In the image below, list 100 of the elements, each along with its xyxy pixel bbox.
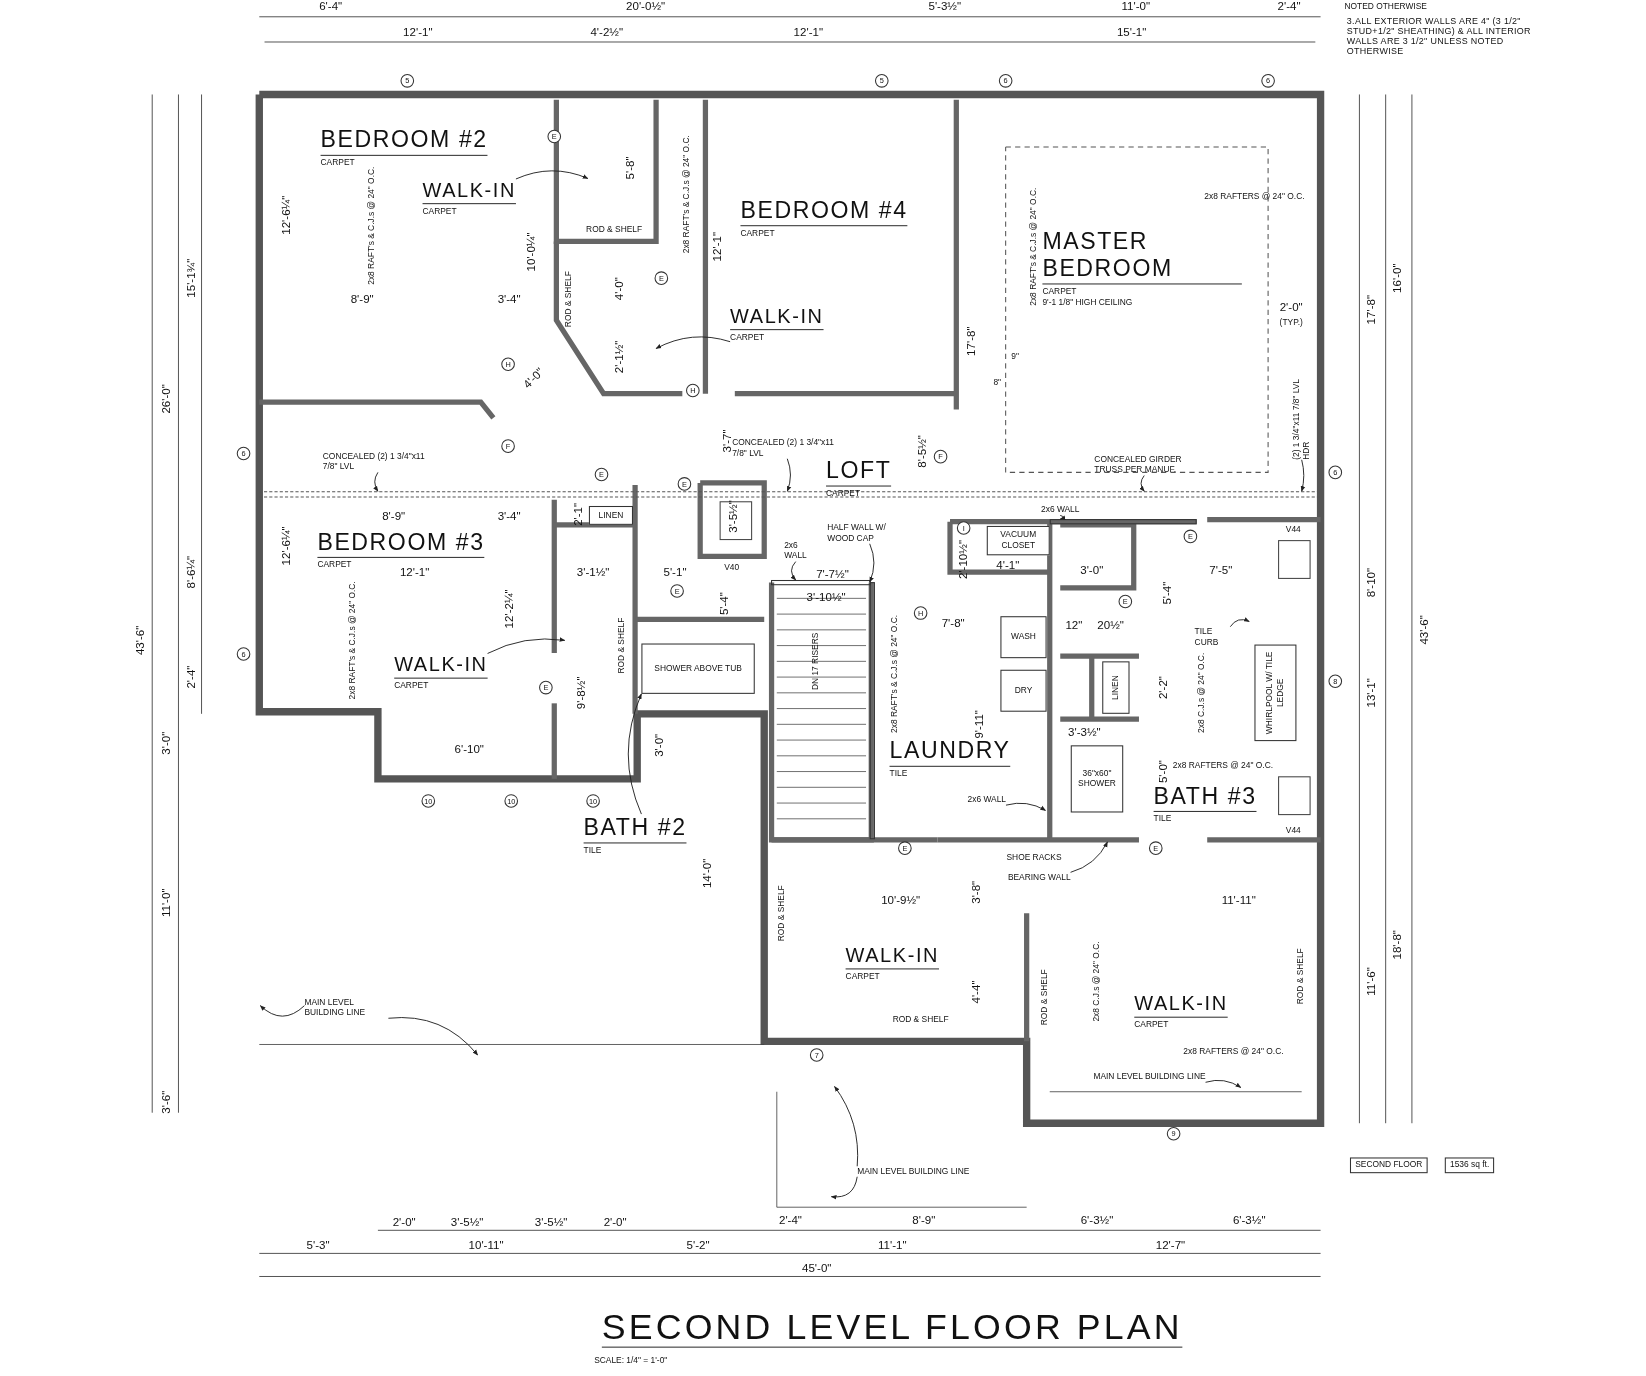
dimension-text: 8'-9" [382,509,406,522]
dimension-text: 12'-7" [1155,1238,1186,1252]
dimension-text: 3'-1½" [576,565,610,579]
dimension-text: 2'-1½" [613,340,626,374]
dimension-text: 8'-10" [1364,567,1378,598]
dimension-text: 20'-0½" [626,0,666,13]
dimension-text: 5'-3½" [928,0,962,13]
dimension-text: 2'-2" [1156,676,1170,700]
framing-note: 9" [1011,352,1019,362]
scale-note: SCALE: 1/4" = 1'-0" [594,1356,668,1366]
wall-note: 2x6 WALL [784,540,808,562]
dimension-text: 12'-6¼" [279,195,292,235]
dimension-text: 4'-2½" [590,25,624,38]
floor-finish-note: CARPET [422,206,458,216]
dimension-text: 11'-1" [878,1238,907,1252]
wall-note: 2x6 WALL [1041,504,1080,516]
dimension-text: 5'-0" [1156,760,1170,784]
framing-note: DN 17 RISERS [812,632,822,691]
floor-finish-note: TILE [583,845,603,855]
dimension-text: 11'-11" [1221,893,1256,906]
framing-note: ROD & SHELF [1297,948,1307,1005]
dimension-text: 5'-2" [686,1238,710,1252]
framing-note: ROD & SHELF [892,1015,949,1025]
dimension-text: 8'-9" [912,1213,936,1227]
floor-finish-note: CARPET [1042,286,1078,297]
dimension-text: 8'-9" [350,292,374,306]
header-note: (2) 1 3/4"x11 7/8" LVL HDR [1291,375,1313,460]
room-name: BEDROOM #2 [320,126,488,156]
dimension-text: 20½" [1097,618,1124,631]
framing-note: 2x8 RAFT's & C.J.s @ 24" O.C. [368,166,378,285]
whirlpool-tub: WHIRLPOOL W/ TILE LEDGE [1254,644,1297,742]
dimension-text: 4'-4" [969,980,983,1004]
framing-note: ROD & SHELF [564,271,574,328]
wall-note: BEARING WALL [1007,872,1071,883]
dimension-text: 8'-5½" [915,435,928,468]
dimension-text: 3'-10½" [806,590,846,604]
framing-note: V44 [1285,826,1301,836]
ceiling-note: 9'-1 1/8" HIGH CEILING [1042,298,1134,308]
area-table-cell: SECOND FLOOR [1349,1157,1428,1173]
room-name: MASTER BEDROOM [1042,227,1242,285]
dimension-text: 7'-8" [941,616,965,629]
floor-finish-note: CARPET [394,680,430,691]
dimension-text: 3'-0" [159,731,173,755]
dimension-text: 7'-7½" [816,567,849,581]
dimension-text: 6'-3½" [1232,1213,1266,1227]
framing-note: 2x8 RAFTERS @ 24" O.C. [1204,192,1305,202]
dimension-text: 14'-0" [700,858,713,889]
dimension-text: 2'-0" [392,1215,416,1229]
dimension-text: 17'-8" [964,326,978,356]
framing-note: ROD & SHELF [586,225,643,235]
bathtub: SHOWER ABOVE TUB [641,643,755,694]
framing-note: 8" [993,378,1002,388]
general-notes: 3.ALL EXTERIOR WALLS ARE 4" (3 1/2" STUD+1/2" SHEATHING) & ALL INTERIOR WALLS ARE 3 1/2" UNLESS NOTED OTHERWISE [1346,16,1532,57]
dimension-text: 12'-2¼" [502,589,516,629]
vacuum-closet: VACUUM CLOSET [986,525,1050,556]
framing-note: V44 [1285,525,1301,535]
room-name: LAUNDRY [889,737,1011,767]
floor-finish-note: TILE [889,768,909,779]
area-table-cell: 1536 sq ft. [1444,1157,1495,1173]
room-name: BEDROOM #3 [317,528,485,558]
framing-note: 2x8 RAFT's & C.J.s @ 24" O.C. [1029,187,1039,306]
dimension-text: 3'-0" [652,733,666,757]
dimension-text: 2'-0" [1279,300,1303,313]
beam-note: CONCEALED (2) 1 3/4"x11 7/8" LVL [322,451,433,473]
shower-stall: 36"x60" SHOWER [1070,745,1124,813]
dimension-text: 3'-5½" [450,1215,484,1229]
dimension-text: 12'-1" [710,232,724,262]
dimension-text: 12'-1" [793,25,823,38]
building-line-note: MAIN LEVEL BUILDING LINE [304,997,389,1019]
room-name: BATH #2 [583,814,687,844]
dimension-text: 3'-4" [497,509,521,522]
framing-note: 2x8 C.J.s @ 24" O.C. [1197,652,1207,733]
dimension-text: 15'-1" [1116,25,1147,38]
framing-note: V40 [724,563,740,573]
floor-finish-note: CARPET [826,488,862,499]
dimension-text: 45'-0" [802,1261,832,1275]
dimension-text: 10'-11" [468,1238,504,1252]
dimension-text: 2'-4" [778,1213,802,1227]
framing-note: NOTED OTHERWISE [1344,2,1427,12]
half-wall-note: HALF WALL W/ WOOD CAP [827,522,891,544]
dimension-text: 2'-4" [1277,0,1301,13]
dimension-text: 10'-0¼" [524,232,538,272]
room-name: WALK-IN [1134,992,1228,1018]
dimension-text: 12'-1" [399,565,430,579]
dimension-text: 5'-4" [1160,581,1174,605]
framing-note: (TYP.) [1279,318,1303,328]
room-name: WALK-IN [394,653,488,679]
framing-note: ROD & SHELF [617,617,628,674]
dimension-text: 2'-1" [571,502,584,526]
dimension-text: 10'-9½" [881,893,921,906]
dimension-text: 43'-6" [133,625,146,656]
framing-note: 2x8 RAFT's & C.J.s @ 24" O.C. [890,614,901,733]
dimension-text: 15'-1¾" [184,258,198,298]
room-name: WALK-IN [845,944,939,970]
dimension-text: 26'-0" [159,384,173,414]
linen-closet: LINEN [1102,661,1130,714]
floor-finish-note: CARPET [845,971,881,981]
dimension-text: 3'-0" [1080,563,1104,577]
dimension-text: 2'-4" [184,665,198,689]
dimension-text: 3'-3½" [1068,725,1101,738]
